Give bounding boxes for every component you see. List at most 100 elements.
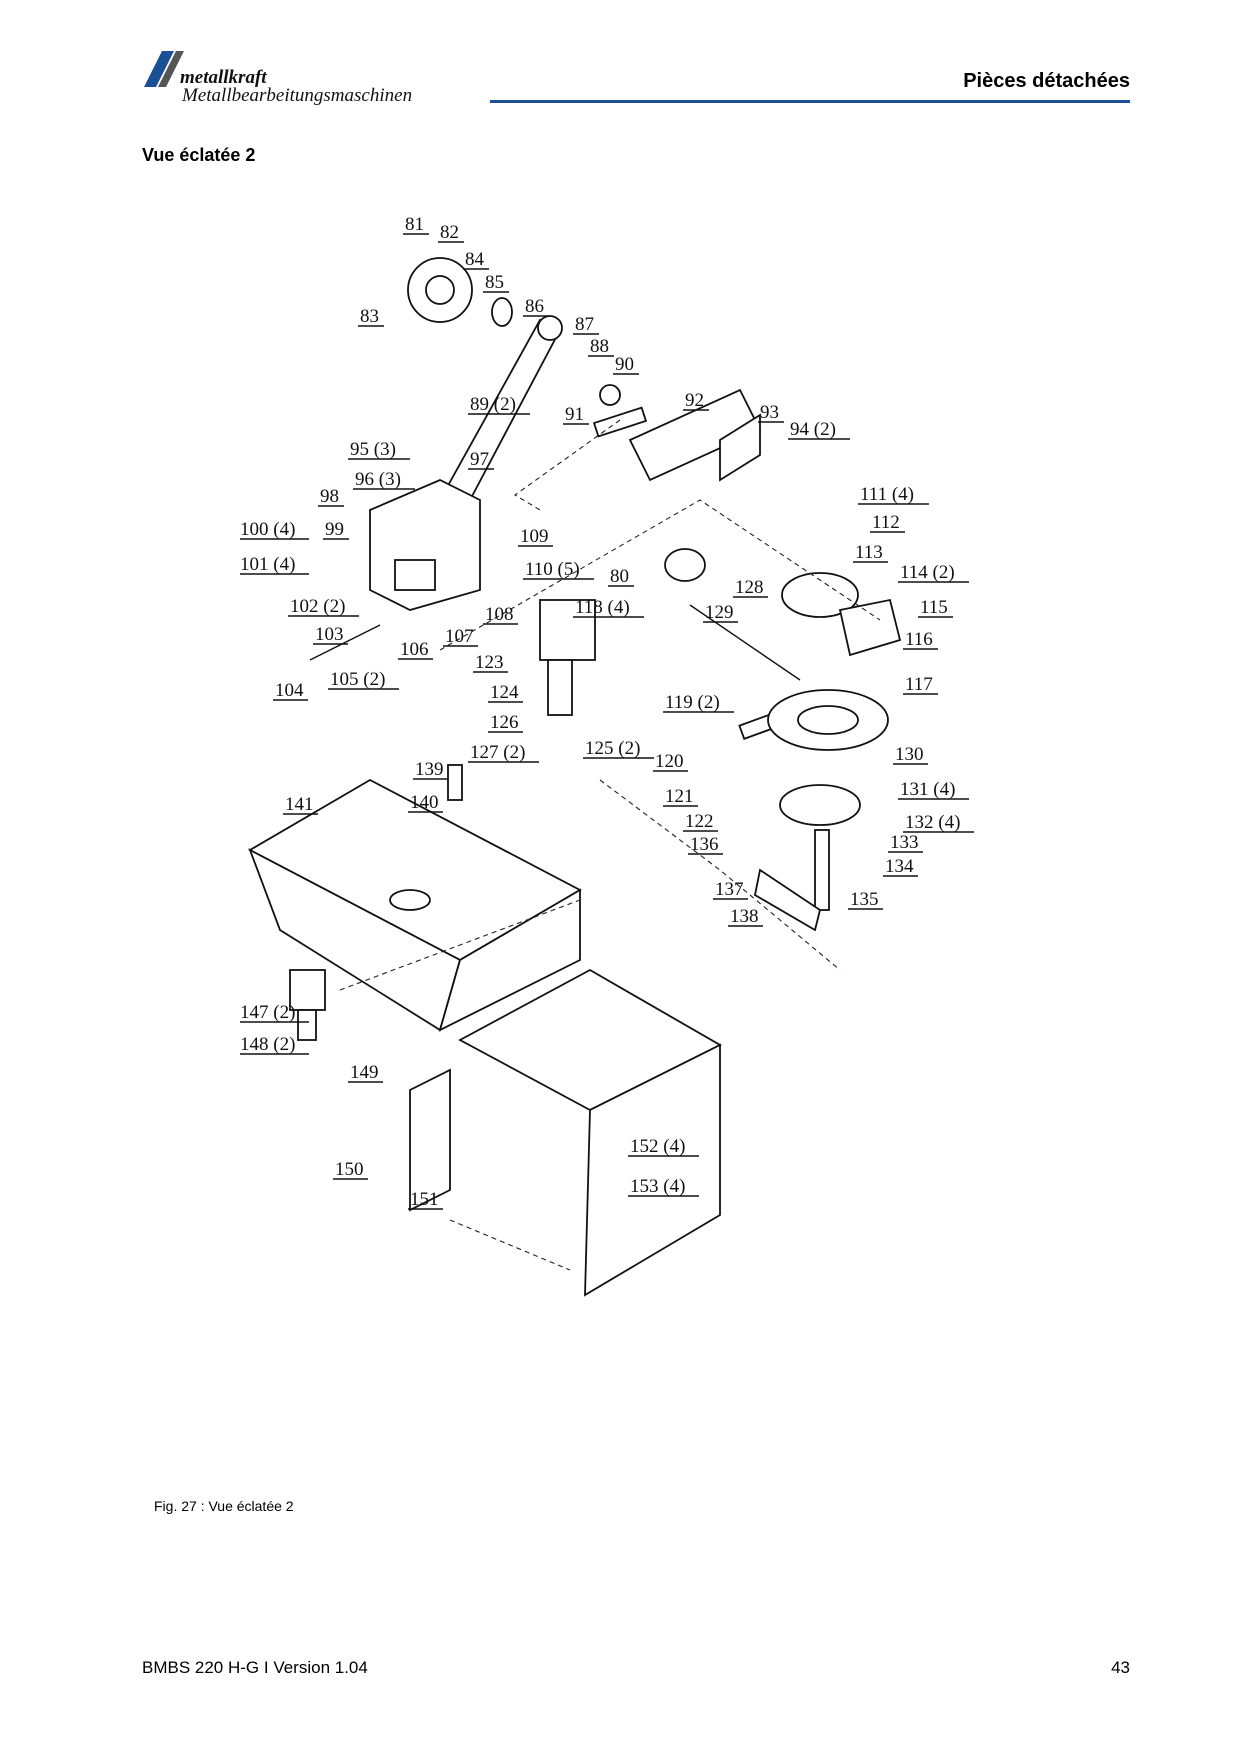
callout-label: 152 (4) bbox=[630, 1136, 685, 1157]
callout-label: 102 (2) bbox=[290, 596, 345, 617]
callout-label: 112 bbox=[872, 512, 900, 533]
callout-label: 127 (2) bbox=[470, 742, 525, 763]
header-title: Pièces détachées bbox=[963, 70, 1130, 92]
callout-label: 124 bbox=[490, 682, 519, 703]
callout-label: 133 bbox=[890, 832, 919, 853]
callout-label: 119 (2) bbox=[665, 692, 720, 713]
callout-label: 141 bbox=[285, 794, 314, 815]
callout-label: 131 (4) bbox=[900, 779, 955, 800]
callout-label: 122 bbox=[685, 811, 714, 832]
coolant-pump-part bbox=[289, 969, 326, 1011]
base-tray-side bbox=[438, 888, 581, 1032]
coolant-pump-tube bbox=[297, 1009, 317, 1041]
figure-caption: Fig. 27 : Vue éclatée 2 bbox=[154, 1498, 294, 1514]
callout-label: 107 bbox=[445, 626, 474, 647]
assembly-line bbox=[513, 419, 621, 511]
stand-side bbox=[584, 1043, 721, 1297]
callout-label: 93 bbox=[760, 402, 779, 423]
callout-label: 101 (4) bbox=[240, 554, 295, 575]
rod-part bbox=[309, 624, 381, 661]
shaft-part bbox=[689, 604, 801, 681]
callout-label: 88 bbox=[590, 336, 609, 357]
spring-part bbox=[592, 406, 648, 438]
callout-label: 86 bbox=[525, 296, 544, 317]
callout-label: 85 bbox=[485, 272, 504, 293]
callout-label: 90 bbox=[615, 354, 634, 375]
callout-label: 130 bbox=[895, 744, 924, 765]
callout-label: 103 bbox=[315, 624, 344, 645]
cover-box-part bbox=[539, 599, 596, 661]
callout-label: 98 bbox=[320, 486, 339, 507]
callout-label: 129 bbox=[705, 602, 734, 623]
callout-label: 118 (4) bbox=[575, 597, 630, 618]
brand-logo: metallkraft Metallbearbeitungsmaschinen bbox=[140, 45, 470, 106]
pin-part bbox=[447, 764, 463, 801]
vise-jaw bbox=[394, 559, 436, 591]
callout-label: 134 bbox=[885, 856, 914, 877]
turntable-inner bbox=[797, 705, 859, 735]
callout-label: 105 (2) bbox=[330, 669, 385, 690]
logo-slash-shadow bbox=[158, 51, 184, 87]
callout-label: 150 bbox=[335, 1159, 364, 1180]
callout-label: 120 bbox=[655, 751, 684, 772]
callout-label: 109 bbox=[520, 526, 549, 547]
callout-label: 92 bbox=[685, 390, 704, 411]
logo-wordmark: metallkraft bbox=[180, 67, 267, 88]
callout-label: 153 (4) bbox=[630, 1176, 685, 1197]
callout-label: 114 (2) bbox=[900, 562, 955, 583]
callout-label: 83 bbox=[360, 306, 379, 327]
callout-label: 116 bbox=[905, 629, 933, 650]
callout-label: 97 bbox=[470, 449, 489, 470]
bushing-part bbox=[599, 384, 621, 406]
callout-label: 106 bbox=[400, 639, 429, 660]
callout-label: 82 bbox=[440, 222, 459, 243]
swivel-bracket-part bbox=[838, 598, 902, 657]
link-arm-part bbox=[753, 868, 822, 932]
callout-label: 96 (3) bbox=[355, 469, 401, 490]
callout-label: 126 bbox=[490, 712, 519, 733]
assembly-line bbox=[339, 899, 581, 991]
header-rule bbox=[490, 100, 1130, 103]
callout-label: 125 (2) bbox=[585, 738, 640, 759]
section-title: Vue éclatée 2 bbox=[142, 145, 256, 165]
bracket-part bbox=[664, 548, 706, 582]
callout-label: 91 bbox=[565, 404, 584, 425]
assembly-line bbox=[599, 779, 841, 971]
handwheel-hub bbox=[425, 275, 455, 305]
callout-label: 147 (2) bbox=[240, 1002, 295, 1023]
callout-label: 135 bbox=[850, 889, 879, 910]
callout-label: 138 bbox=[730, 906, 759, 927]
callout-label: 132 (4) bbox=[905, 812, 960, 833]
callout-label: 113 bbox=[855, 542, 883, 563]
callout-label: 84 bbox=[465, 249, 485, 270]
callout-label: 110 (5) bbox=[525, 559, 580, 580]
callout-label: 95 (3) bbox=[350, 439, 396, 460]
callout-label: 128 bbox=[735, 577, 764, 598]
callout-label: 99 bbox=[325, 519, 344, 540]
callout-label: 81 bbox=[405, 214, 424, 235]
footer-document-id: BMBS 220 H-G I Version 1.04 bbox=[142, 1658, 368, 1677]
callout-label: 100 (4) bbox=[240, 519, 295, 540]
callout-label: 115 bbox=[920, 597, 948, 618]
assembly-line bbox=[449, 1219, 571, 1271]
footer-page-number: 43 bbox=[1111, 1658, 1130, 1677]
logo-tagline: Metallbearbeitungsmaschinen bbox=[181, 85, 412, 105]
callout-label: 104 bbox=[275, 680, 304, 701]
callout-label: 123 bbox=[475, 652, 504, 673]
assembly-line bbox=[439, 499, 881, 651]
callout-label: 108 bbox=[485, 604, 514, 625]
base-tray-hole bbox=[389, 889, 431, 911]
callout-label: 94 (2) bbox=[790, 419, 836, 440]
callout-label: 139 bbox=[415, 759, 444, 780]
gear-part bbox=[491, 297, 513, 327]
plate-part bbox=[719, 413, 761, 482]
cover-stem-part bbox=[547, 659, 573, 716]
door-panel-part bbox=[409, 1068, 451, 1212]
callout-label: 136 bbox=[690, 834, 719, 855]
callout-label: 140 bbox=[410, 792, 439, 813]
callout-label: 80 bbox=[610, 566, 629, 587]
callout-label: 149 bbox=[350, 1062, 379, 1083]
